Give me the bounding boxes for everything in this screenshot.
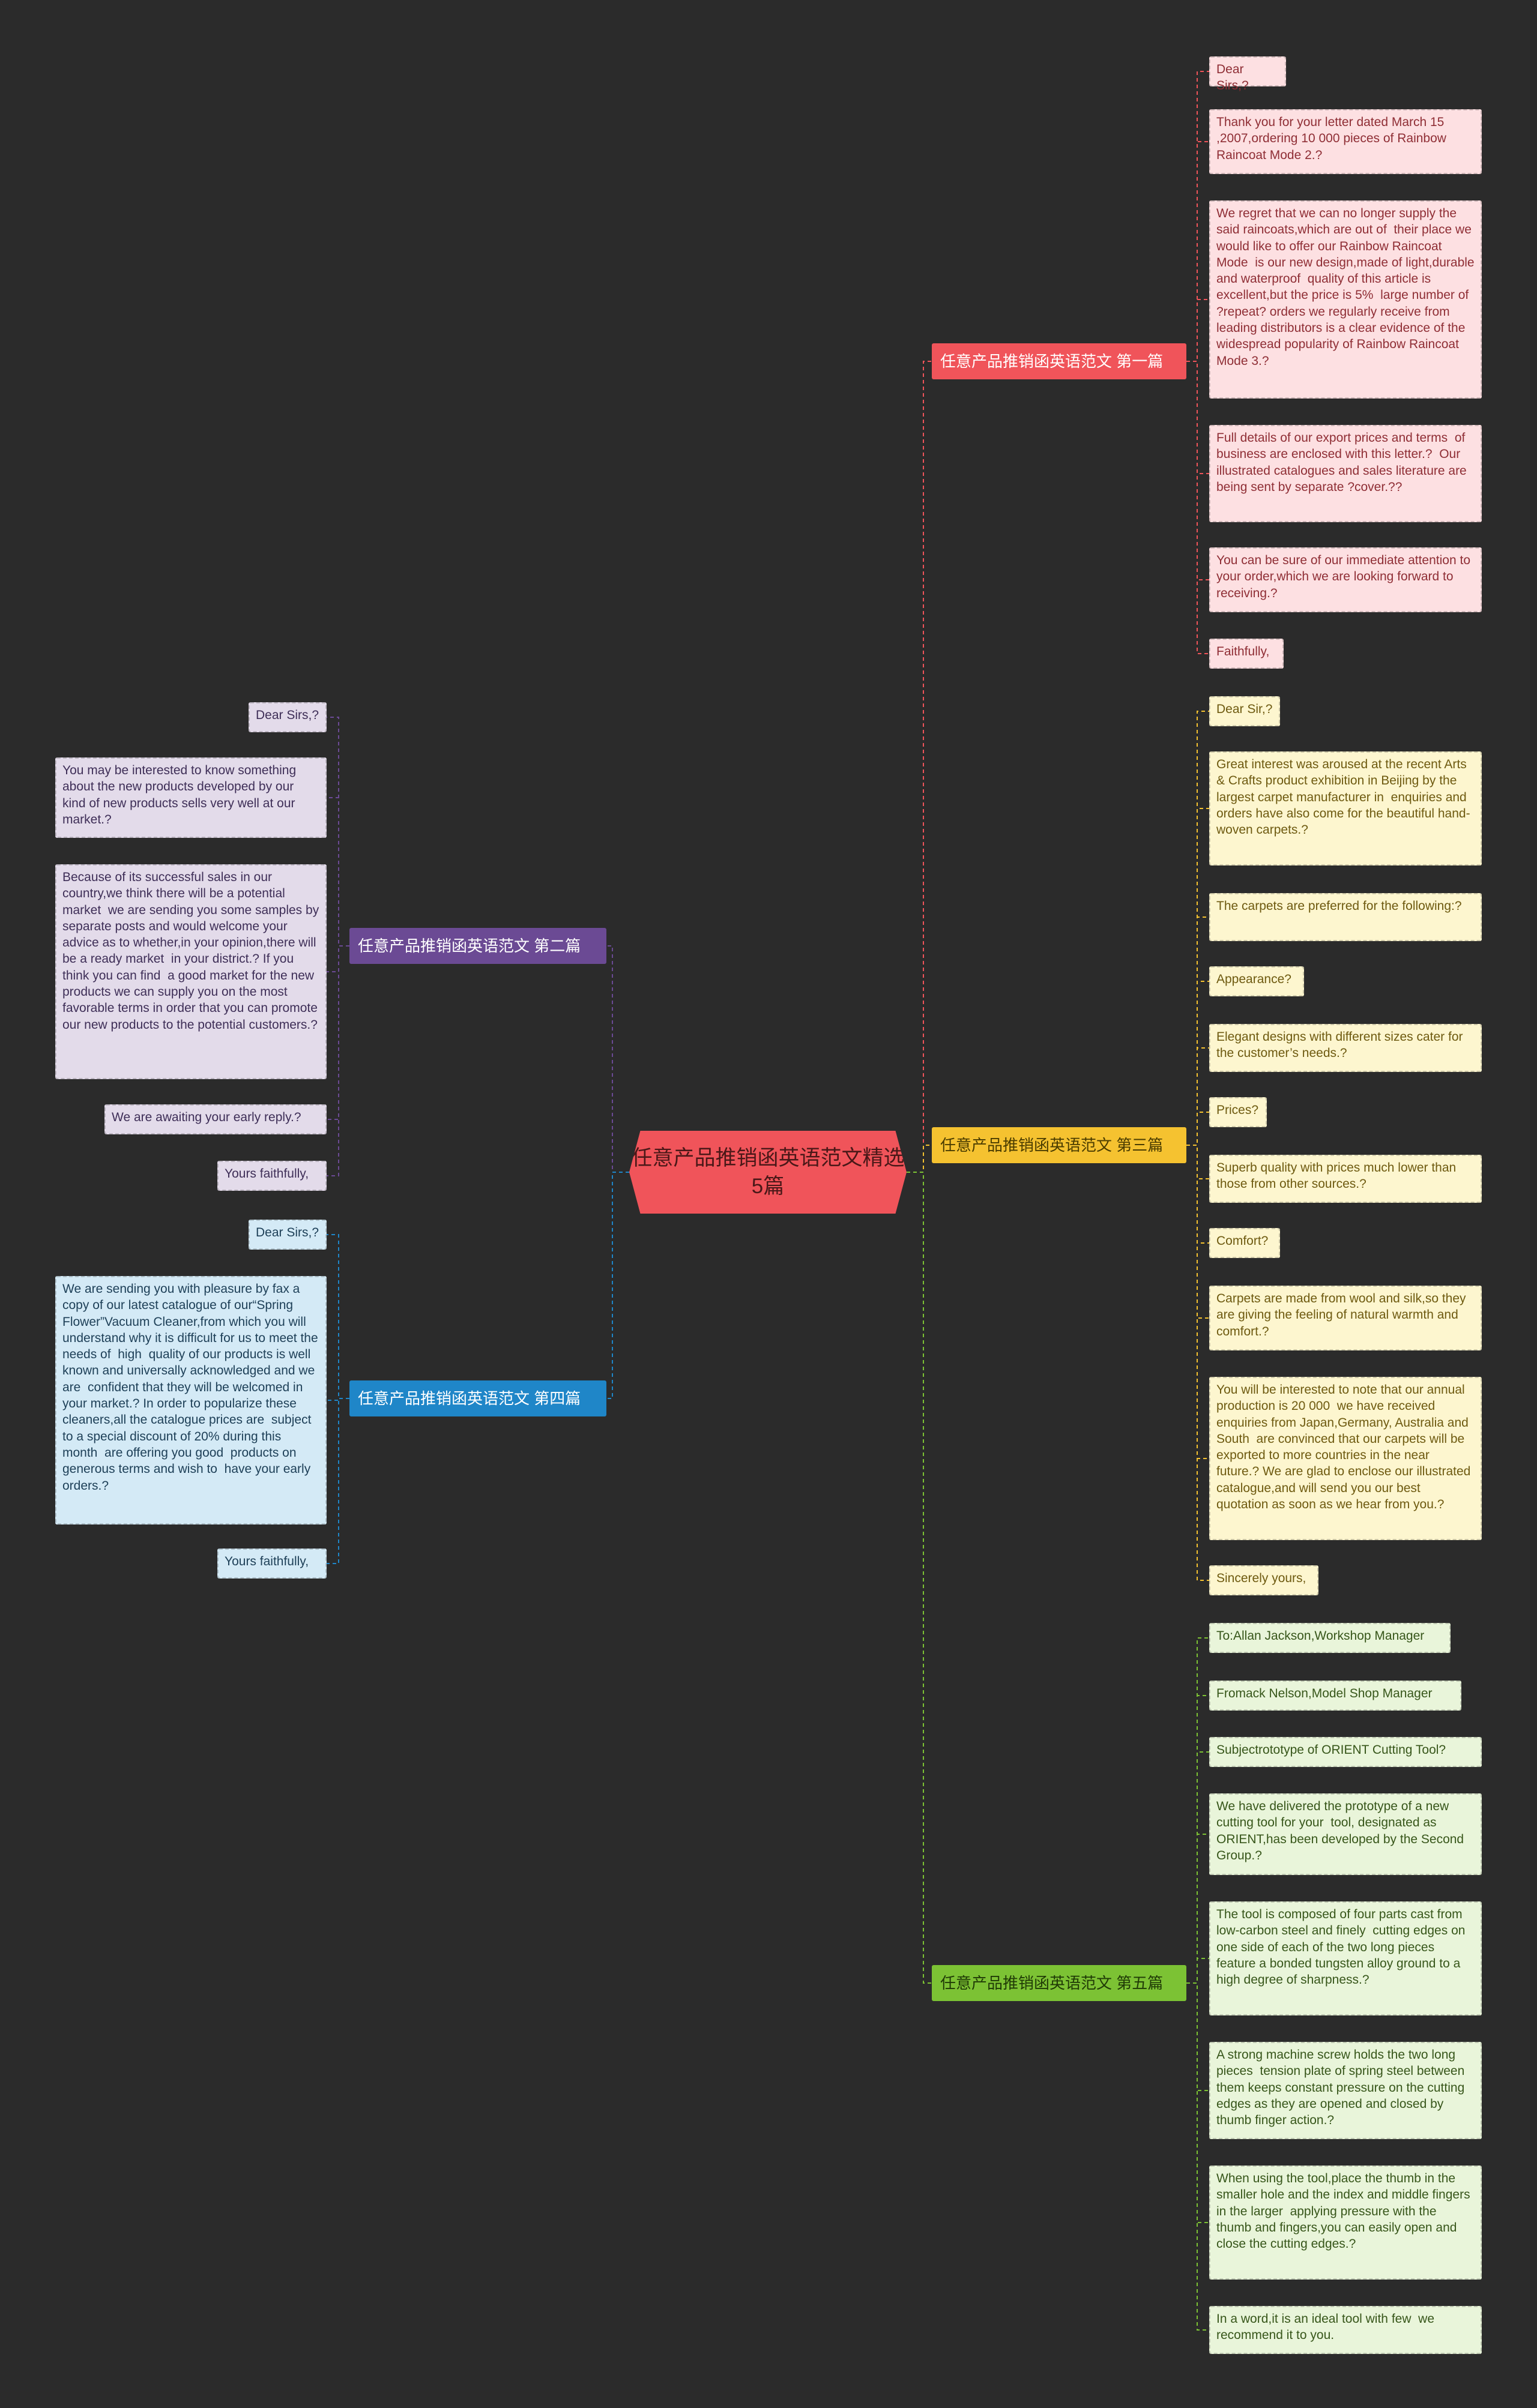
branch-4[interactable]: 任意产品推销函英语范文 第四篇 [349,1380,606,1416]
leaf-link [1186,917,1209,1146]
branch-1-label: 任意产品推销函英语范文 第一篇 [940,352,1164,370]
branch-2-item: We are awaiting your early reply.? [104,1104,327,1134]
branch-5-item: To:Allan Jackson,Workshop Manager [1209,1623,1451,1653]
branch-2-item: Dear Sirs,? [249,702,327,732]
branch-1[interactable]: 任意产品推销函英语范文 第一篇 [932,343,1186,379]
root-link-5 [907,1172,932,1984]
leaf-link [1186,1145,1209,1319]
root-link-3 [907,1145,932,1173]
leaf-link [327,797,349,947]
root-topic-label: 任意产品推销函英语范文精选5篇 [631,1146,905,1198]
root-topic[interactable]: 任意产品推销函英语范文精选5篇 [629,1131,907,1214]
branch-3-item: Elegant designs with different sizes cat… [1209,1024,1482,1072]
branch-2[interactable]: 任意产品推销函英语范文 第二篇 [349,928,606,964]
leaf-link [1186,1112,1209,1146]
leaf-link [327,945,349,1120]
leaf-link [1186,71,1209,362]
leaf-link [327,717,349,947]
branch-2-item: Yours faithfully, [217,1161,327,1191]
branch-4-item: Yours faithfully, [217,1549,327,1579]
branch-3-item: Sincerely yours, [1209,1565,1318,1595]
leaf-link [1186,299,1209,362]
leaf-link [327,945,349,972]
branch-5-item: Fromack Nelson,Model Shop Manager [1209,1681,1461,1711]
branch-3-item: Great interest was aroused at the recent… [1209,751,1482,865]
leaf-link [1186,1982,1209,2331]
branch-3-label: 任意产品推销函英语范文 第三篇 [940,1136,1164,1154]
branch-3-item: Carpets are made from wool and silk,so t… [1209,1286,1482,1350]
branch-1-item: Dear Sirs,? [1209,56,1286,92]
branch-3-item: Dear Sir,? [1209,696,1280,726]
leaf-link [327,1398,349,1564]
branch-2-label: 任意产品推销函英语范文 第二篇 [358,937,581,955]
branch-5-item: When using the tool,place the thumb in t… [1209,2166,1482,2280]
leaf-link [1186,1145,1209,1581]
branch-1-item: Thank you for your letter dated March 15… [1209,109,1482,174]
branch-5[interactable]: 任意产品推销函英语范文 第五篇 [932,1965,1186,2001]
branch-4-label: 任意产品推销函英语范文 第四篇 [358,1389,581,1407]
leaf-link [1186,361,1209,654]
branch-3[interactable]: 任意产品推销函英语范文 第三篇 [932,1127,1186,1163]
branch-3-item: The carpets are preferred for the follow… [1209,893,1482,941]
branch-3-item: You will be interested to note that our … [1209,1377,1482,1540]
branch-2-item: Because of its successful sales in our c… [55,864,327,1079]
branch-1-item: You can be sure of our immediate attenti… [1209,547,1482,612]
leaf-link [1186,141,1209,362]
branch-5-item: In a word,it is an ideal tool with few w… [1209,2306,1482,2354]
branch-4-item: Dear Sirs,? [249,1220,327,1250]
branch-5-item: Subjectrototype of ORIENT Cutting Tool? [1209,1737,1482,1767]
branch-1-item: Faithfully, [1209,639,1284,669]
branch-5-item: We have delivered the prototype of a new… [1209,1793,1482,1875]
leaf-link [1186,1834,1209,1984]
branch-4-item: We are sending you with pleasure by fax … [55,1276,327,1525]
branch-5-item: The tool is composed of four parts cast … [1209,1901,1482,2015]
branch-1-item: Full details of our export prices and te… [1209,425,1482,522]
root-link-4 [606,1172,629,1399]
root-link-2 [606,945,629,1173]
branch-2-item: You may be interested to know something … [55,757,327,838]
branch-3-item: Comfort? [1209,1228,1280,1258]
leaf-link [1186,1047,1209,1146]
leaf-link [327,1234,349,1399]
leaf-link [327,945,349,1176]
branch-3-item: Superb quality with prices much lower th… [1209,1155,1482,1203]
branch-3-item: Prices? [1209,1097,1267,1127]
branch-5-label: 任意产品推销函英语范文 第五篇 [940,1974,1164,1992]
leaf-link [1186,1958,1209,1984]
branch-3-item: Appearance? [1209,966,1304,996]
root-link-1 [907,361,932,1173]
branch-5-item: A strong machine screw holds the two lon… [1209,2042,1482,2139]
branch-1-item: We regret that we can no longer supply t… [1209,200,1482,399]
